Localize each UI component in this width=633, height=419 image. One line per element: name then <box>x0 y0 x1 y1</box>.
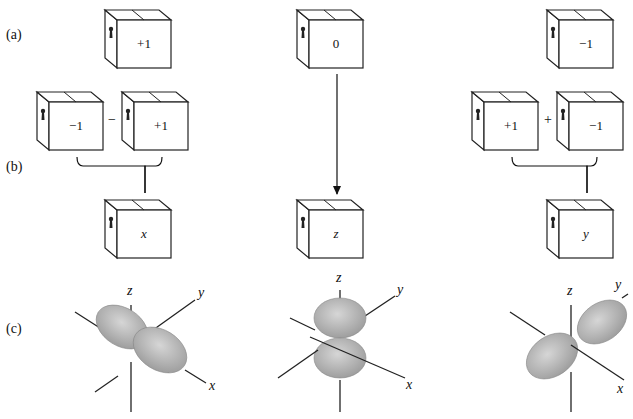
cube-box: +1 <box>120 90 190 152</box>
bracket-line <box>512 157 587 193</box>
cube-label: x <box>117 210 171 258</box>
cube-box: 0 <box>295 8 365 70</box>
cube-outline <box>295 198 365 260</box>
axis-label: x <box>208 379 216 393</box>
axis-label: y <box>614 278 622 292</box>
axis-label: z <box>335 271 342 285</box>
cube-box: −1 <box>545 8 615 70</box>
cube-label: +1 <box>134 102 188 150</box>
cube-box: −1 <box>555 90 625 152</box>
arrow-line <box>336 74 337 194</box>
cube-label: −1 <box>569 102 623 150</box>
cube-box: y <box>545 198 615 260</box>
cube-box: z <box>295 198 365 260</box>
cube-box: +1 <box>470 90 540 152</box>
axis-label: y <box>197 286 205 300</box>
cube-label: y <box>559 210 613 258</box>
cube-label: +1 <box>484 102 538 150</box>
axis-label: x <box>405 378 413 392</box>
cube-label: −1 <box>559 20 613 68</box>
cube-outline <box>103 198 173 260</box>
cube-box: −1 <box>35 90 105 152</box>
cube-label: 0 <box>309 20 363 68</box>
cube-label: −1 <box>49 102 103 150</box>
axis-label: y <box>396 283 404 297</box>
cube-box: x <box>103 198 173 260</box>
bracket-line <box>77 157 145 193</box>
part-label: (b) <box>6 160 22 174</box>
cube-outline <box>295 8 365 70</box>
axis-label: z <box>126 284 133 298</box>
bracket-line <box>587 157 597 193</box>
part-label: (c) <box>6 322 22 336</box>
operator-sign: + <box>544 113 552 127</box>
cube-outline <box>545 198 615 260</box>
operator-sign: − <box>108 113 116 127</box>
axis-label: z <box>566 284 573 298</box>
part-label: (a) <box>6 28 22 42</box>
cube-label: z <box>309 210 363 258</box>
cube-label: +1 <box>117 20 171 68</box>
bracket-line <box>145 157 162 193</box>
cube-box: +1 <box>103 8 173 70</box>
axis-label: x <box>616 382 624 396</box>
